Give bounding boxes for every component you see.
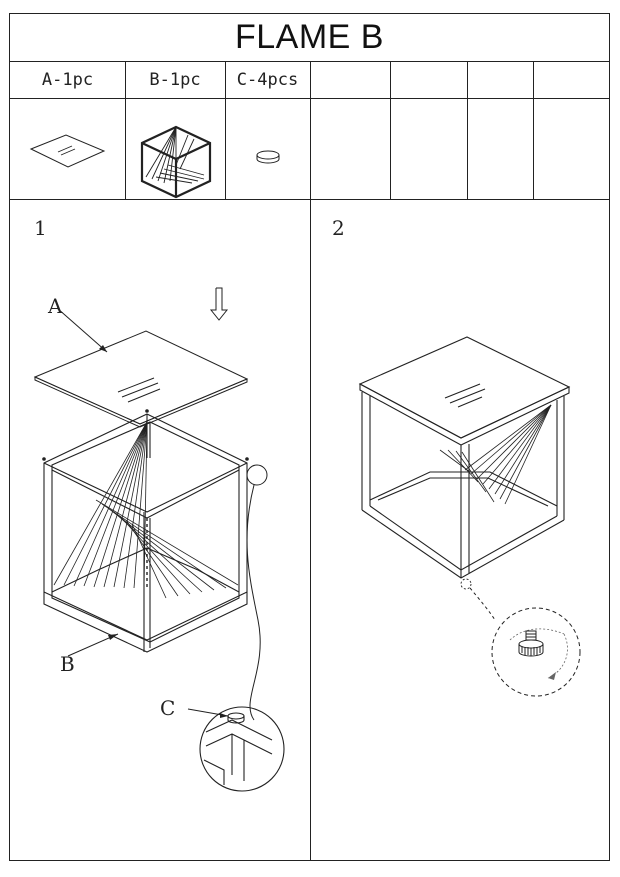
step-1-number: 1 xyxy=(34,216,47,240)
part-label-empty-4 xyxy=(533,61,611,98)
part-label-a: A-1pc xyxy=(41,69,94,90)
threaded-foot-icon xyxy=(518,630,544,657)
part-label-empty-3 xyxy=(467,61,533,98)
foot-pad-icon xyxy=(256,150,280,164)
step-2-number: 2 xyxy=(332,216,345,240)
part-label-b: B-1pc xyxy=(149,69,201,90)
callout-a: A xyxy=(48,294,63,318)
step-1-exploded-view xyxy=(33,287,285,792)
foot-pad-detail xyxy=(199,706,285,792)
part-label-c: C-4pcs xyxy=(236,69,299,90)
assembled-table-drawing xyxy=(358,336,571,579)
assembly-steps: 1 2 xyxy=(10,200,609,861)
parts-table: A-1pc B-1pc C-4pcs xyxy=(10,61,609,200)
page-title: FLAME B xyxy=(10,14,609,62)
callout-b: B xyxy=(60,652,75,676)
string-lines xyxy=(53,421,239,599)
glass-top-drawing xyxy=(33,330,249,428)
down-arrow-icon xyxy=(209,287,229,321)
assembled-string-lines xyxy=(439,404,552,505)
step-2-assembled-view xyxy=(358,336,581,697)
instruction-sheet: FLAME B A-1pc B-1pc C-4pcs xyxy=(9,13,610,861)
part-label-empty-1 xyxy=(310,61,390,98)
parts-label-row: A-1pc B-1pc C-4pcs xyxy=(10,61,609,99)
glass-top-icon xyxy=(29,134,106,168)
callout-c: C xyxy=(160,696,176,720)
part-label-empty-2 xyxy=(390,61,467,98)
parts-icon-row xyxy=(10,98,609,200)
frame-cube-icon xyxy=(140,125,212,199)
